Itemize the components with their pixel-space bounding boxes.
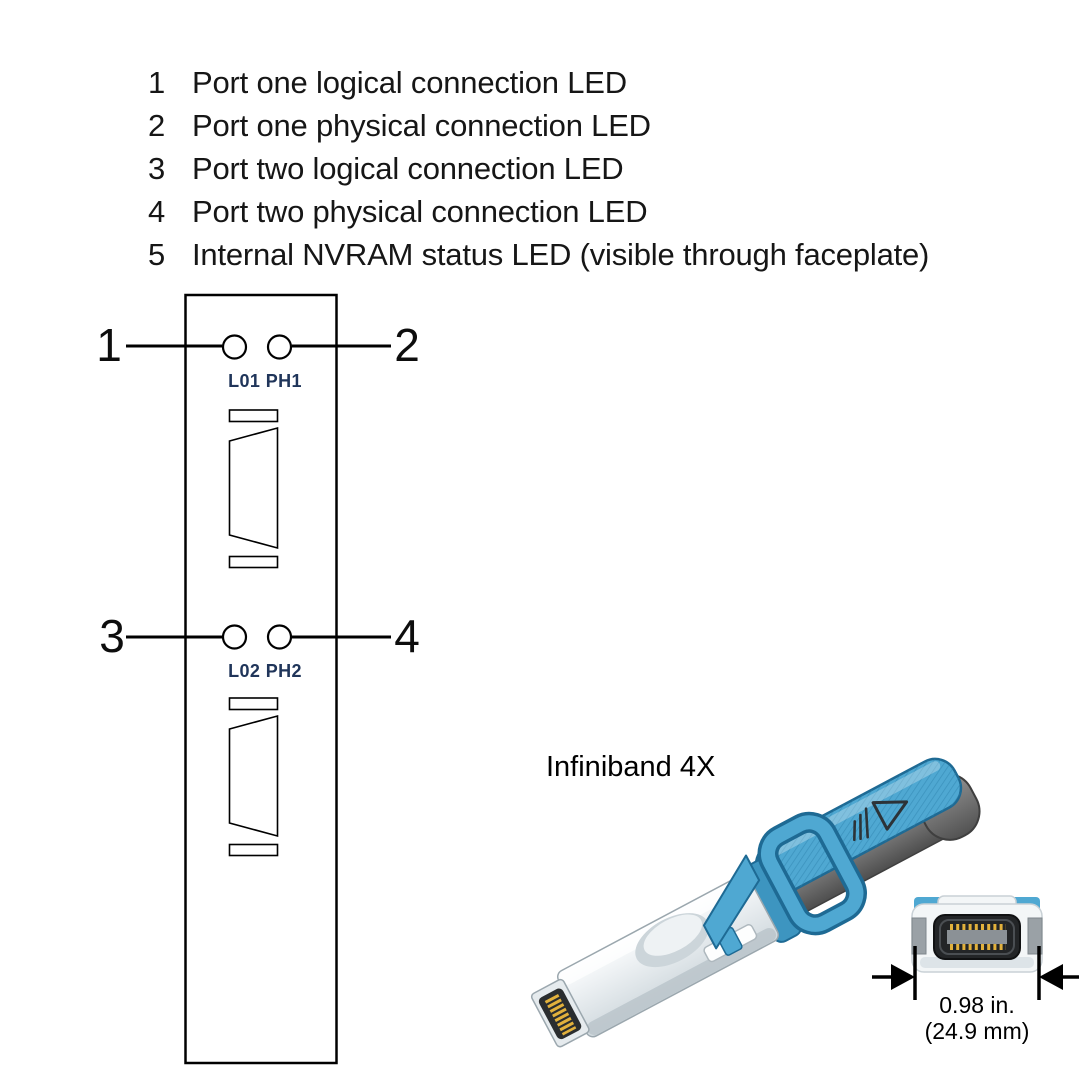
pull-tab-highlight <box>758 761 941 863</box>
port2-bottom-slot <box>228 843 279 857</box>
port1-bottom-slot <box>228 555 279 569</box>
face-pin-bar <box>947 930 1007 944</box>
face-opening-edge <box>939 919 1015 955</box>
faceplate-outline <box>184 293 338 1065</box>
faceplate-diagram <box>126 293 391 1065</box>
legend-item: 2 Port one physical connection LED <box>148 104 929 147</box>
led-legend: 1 Port one logical connection LED 2 Port… <box>148 61 929 277</box>
port2-connector <box>228 697 279 857</box>
led-circle-port2-physical <box>266 624 293 650</box>
port2-led-labels: L02 PH2 <box>228 661 302 681</box>
face-side-tab-left <box>911 917 927 955</box>
pull-arrow-icon <box>853 800 909 842</box>
thumb-scoop-inner <box>643 914 703 956</box>
led-circle-port1-physical <box>266 334 293 360</box>
callout-number-1: 1 <box>96 319 122 371</box>
legend-item: 3 Port two logical connection LED <box>148 147 929 190</box>
led-circle-port2-logical <box>221 624 248 650</box>
port1-top-slot <box>228 409 279 423</box>
dimension-arrow-left <box>891 964 915 990</box>
callout-number-3: 3 <box>99 610 125 662</box>
connector-front <box>530 978 590 1048</box>
dimension-arrow-right <box>1039 964 1063 990</box>
pull-tab-texture <box>755 758 961 894</box>
legend-item-label: Internal NVRAM status LED (visible throu… <box>192 237 930 273</box>
legend-item-number: 2 <box>148 107 166 143</box>
dimension-text-inches: 0.98 in. <box>939 992 1015 1018</box>
infiniband-cable-illustration <box>530 757 981 1048</box>
legend-item-number: 5 <box>148 237 166 273</box>
callout-number-4: 4 <box>394 610 420 662</box>
dimension-text: 0.98 in. (24.9 mm) <box>877 992 1077 1044</box>
callout-number-2: 2 <box>394 319 420 371</box>
legend-item-label: Port two logical connection LED <box>192 150 624 186</box>
legend-item: 5 Internal NVRAM status LED (visible thr… <box>148 234 929 277</box>
legend-item: 1 Port one logical connection LED <box>148 61 929 104</box>
connector-face-view <box>872 895 1079 1000</box>
led-circle-port1-logical <box>221 334 248 360</box>
legend-item-label: Port two physical connection LED <box>192 194 648 230</box>
front-pins <box>544 993 577 1036</box>
bail-loop <box>757 811 867 936</box>
cable-label: Infiniband 4X <box>546 751 716 783</box>
port1-opening <box>228 426 279 550</box>
legend-item-number: 1 <box>148 64 166 100</box>
face-side-tab-right <box>1027 917 1043 955</box>
dimension-markers <box>872 946 1079 1000</box>
legend-item-number: 3 <box>148 150 166 186</box>
port2-opening <box>228 714 279 838</box>
bail-arm <box>702 854 761 950</box>
legend-item-label: Port one physical connection LED <box>192 107 651 143</box>
dimension-text-mm: (24.9 mm) <box>924 1018 1030 1044</box>
port1-connector <box>228 409 279 569</box>
port2-top-slot <box>228 697 279 711</box>
port1-led-labels: L01 PH1 <box>228 371 302 391</box>
legend-item-label: Port one logical connection LED <box>192 64 627 100</box>
legend-item: 4 Port two physical connection LED <box>148 191 929 234</box>
legend-item-number: 4 <box>148 194 166 230</box>
